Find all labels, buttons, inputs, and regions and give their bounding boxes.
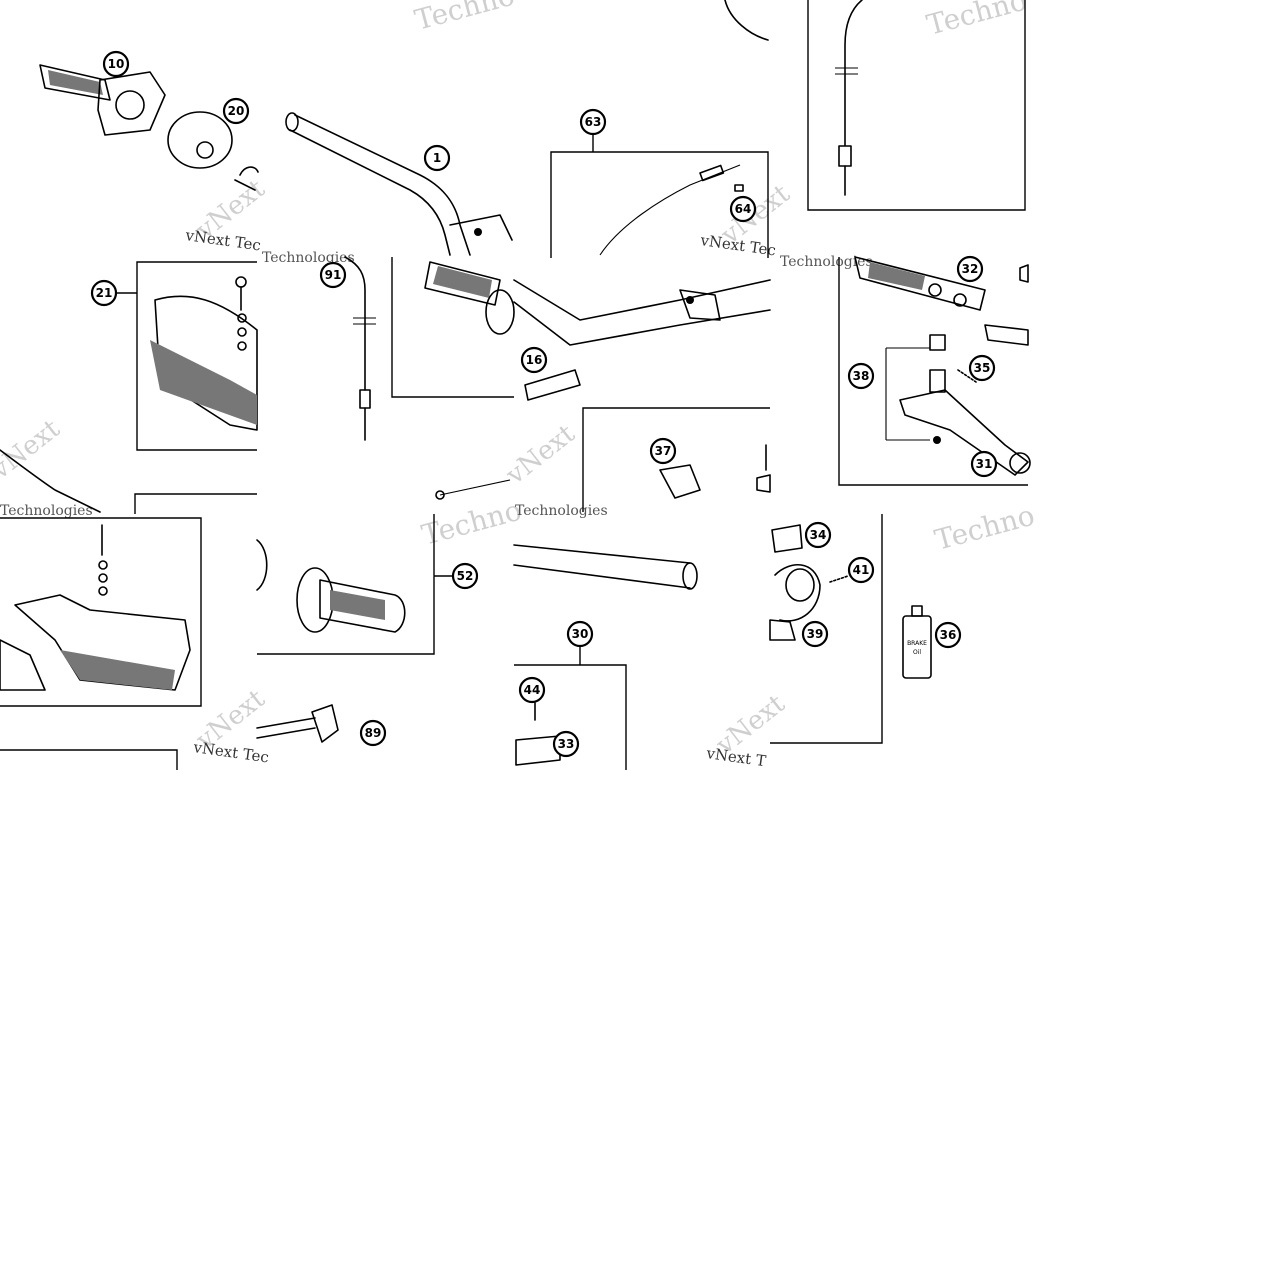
svg-text:20: 20 [228, 104, 245, 118]
bar-pipe-drawing [513, 544, 698, 590]
cable-end-drawing [0, 449, 101, 513]
watermark: vNext Tec [191, 738, 270, 767]
wire-drawing [439, 479, 511, 496]
watermark: Technologies [780, 254, 873, 270]
watermark: vNext Tec [698, 231, 777, 260]
bar-end-drawing [524, 369, 581, 401]
svg-text:33: 33 [558, 737, 575, 751]
reservoir-box-drawing [514, 647, 627, 770]
box-edge [0, 749, 178, 770]
callout-89: 89 [359, 719, 387, 747]
callout-38: 38 [847, 362, 875, 390]
svg-text:32: 32 [962, 262, 979, 276]
svg-text:89: 89 [365, 726, 382, 740]
clutch-lever-drawing [838, 256, 1031, 486]
callout-35: 35 [968, 354, 996, 382]
callout-31: 31 [970, 450, 998, 478]
watermark: Techno [923, 0, 1030, 42]
callout-44: 44 [518, 676, 546, 704]
svg-text:21: 21 [96, 286, 113, 300]
bottle-label-line1: BRAKE [907, 640, 927, 647]
svg-text:37: 37 [655, 444, 672, 458]
hand-guard-left-drawing [0, 493, 257, 707]
callout-64: 64 [729, 195, 757, 223]
callout-39: 39 [801, 620, 829, 648]
callout-10: 10 [102, 50, 130, 78]
svg-text:16: 16 [526, 353, 543, 367]
callouts: 10 20 1 63 64 21 91 16 37 32 35 38 31 52… [90, 50, 998, 758]
callout-30: 30 [566, 620, 594, 648]
svg-text:1: 1 [433, 151, 441, 165]
svg-text:10: 10 [108, 57, 125, 71]
callout-63: 63 [579, 108, 607, 136]
grip-and-bar-drawing [424, 261, 771, 346]
brake-switch-drawing [256, 704, 339, 743]
grip-right-drawing [256, 514, 452, 655]
hand-guard-drawing [117, 261, 258, 451]
clutch-cable-drawing [550, 133, 769, 258]
callout-21: 21 [90, 279, 118, 307]
svg-text:30: 30 [572, 627, 589, 641]
svg-text:35: 35 [974, 361, 991, 375]
callout-20: 20 [222, 97, 250, 125]
svg-text:44: 44 [524, 683, 541, 697]
svg-text:52: 52 [457, 569, 474, 583]
bracket-box-drawing [582, 407, 771, 512]
svg-text:91: 91 [325, 268, 342, 282]
svg-text:34: 34 [810, 528, 827, 542]
callout-34: 34 [804, 521, 832, 549]
watermark: Techno [931, 499, 1038, 557]
watermark: Techno [411, 0, 518, 37]
callout-91: 91 [319, 261, 347, 289]
throttle-grip-drawing [39, 64, 259, 191]
callout-41: 41 [847, 556, 875, 584]
watermark: Technologies [262, 250, 355, 266]
svg-text:41: 41 [853, 563, 870, 577]
callout-36: 36 [934, 621, 962, 649]
callout-16: 16 [520, 346, 548, 374]
svg-text:39: 39 [807, 627, 824, 641]
watermark: Technologies [515, 503, 608, 519]
svg-text:64: 64 [735, 202, 752, 216]
callout-32: 32 [956, 255, 984, 283]
svg-text:31: 31 [976, 457, 993, 471]
curved-line-drawing [724, 0, 769, 41]
handlebar-drawing [285, 112, 513, 256]
watermark: Technologies [0, 503, 93, 519]
callout-52: 52 [451, 562, 479, 590]
master-cylinder-drawing [769, 514, 883, 744]
watermark: vNext [500, 419, 581, 492]
svg-text:38: 38 [853, 369, 870, 383]
svg-text:63: 63 [585, 115, 602, 129]
oil-bottle-drawing: BRAKE Oil [902, 605, 932, 679]
callout-37: 37 [649, 437, 677, 465]
callout-33: 33 [552, 730, 580, 758]
cable-box-drawing [807, 0, 1026, 211]
svg-text:36: 36 [940, 628, 957, 642]
watermark: vNext T [704, 744, 767, 770]
throttle-cable-drawing [344, 256, 514, 441]
watermark: vNext Tec [183, 226, 262, 255]
bottle-label-line2: Oil [913, 649, 921, 656]
callout-1: 1 [423, 144, 451, 172]
